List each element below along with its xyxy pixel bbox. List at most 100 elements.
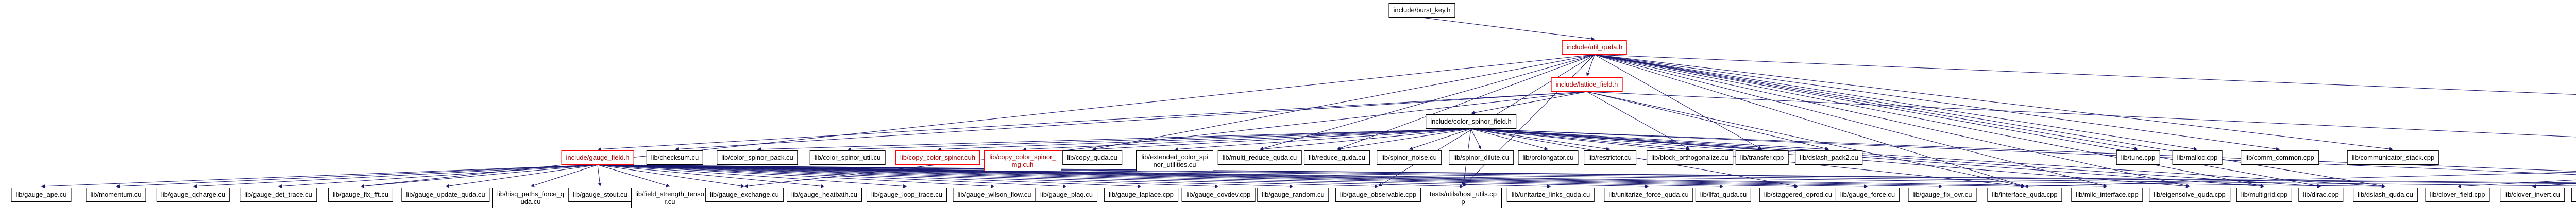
graph-edge-csf-h13 — [1470, 128, 2576, 175]
graph-node-h5[interactable]: lib/multigrid.cpp — [2236, 188, 2293, 202]
graph-node-csf[interactable]: include/color_spinor_field.h — [1426, 114, 1516, 129]
graph-node-g17[interactable]: lib/gauge_random.cu — [1257, 188, 1329, 202]
graph-node-g6[interactable]: lib/gauge_update_quda.cu — [401, 188, 490, 202]
graph-edge-u-h5 — [1594, 54, 2265, 188]
graph-node-k0[interactable]: include/burst_key.h — [1388, 3, 1455, 18]
graph-node-h6[interactable]: lib/dirac.cpp — [2298, 188, 2344, 202]
graph-node-r4h[interactable]: lib/multi_reduce_quda.cu — [1217, 150, 1302, 165]
graph-node-h3[interactable]: lib/milc_interface.cpp — [2071, 188, 2143, 202]
graph-edge-gf-g20 — [597, 164, 1551, 189]
graph-edge-gf-h10 — [597, 164, 2576, 186]
graph-node-h8[interactable]: lib/clover_field.cpp — [2425, 188, 2490, 202]
graph-node-r4q[interactable]: lib/tune.cpp — [2116, 150, 2160, 165]
graph-node-r4e[interactable]: lib/copy_color_spinor_mg.cuh — [984, 150, 1061, 171]
graph-node-g5[interactable]: lib/gauge_fix_fft.cu — [328, 188, 394, 202]
graph-node-g24[interactable]: lib/gauge_force.cu — [1835, 188, 1900, 202]
graph-edge-lf-r4p — [1586, 91, 1829, 150]
graph-node-r4t[interactable]: lib/communicator_stack.cpp — [2347, 150, 2439, 165]
graph-edge-lf-r4n — [1586, 91, 1690, 150]
graph-node-g9[interactable]: lib/field_strength_tensor.cu — [631, 188, 708, 208]
graph-node-lf[interactable]: include/lattice_field.h — [1551, 77, 1623, 92]
graph-node-r4a[interactable]: lib/checksum.cu — [646, 150, 704, 165]
graph-node-r4o[interactable]: lib/transfer.cpp — [1735, 150, 1789, 165]
graph-node-r4m[interactable]: lib/restrictor.cu — [1584, 150, 1636, 165]
graph-node-r4g[interactable]: lib/extended_color_spinor_utilities.cu — [1136, 150, 1213, 171]
graph-edge-csf-r4n — [1470, 128, 1690, 151]
graph-node-g14[interactable]: lib/gauge_plaq.cu — [1036, 188, 1097, 202]
graph-node-g15[interactable]: lib/gauge_laplace.cpp — [1104, 188, 1178, 202]
graph-node-h2[interactable]: lib/interface_quda.cpp — [1987, 188, 2062, 202]
graph-edge-gf-g8 — [597, 164, 602, 187]
graph-node-g7[interactable]: lib/hisq_paths_force_quda.cu — [492, 188, 569, 208]
graph-node-g8[interactable]: lib/gauge_stout.cu — [568, 188, 632, 202]
graph-edge-gf-g1 — [41, 164, 598, 189]
graph-edge-csf-r4b — [757, 128, 1471, 151]
graph-edge-gf-g6 — [445, 164, 598, 188]
graph-edge-gf-g19 — [597, 164, 1464, 189]
graph-edge-lf-gf — [597, 91, 1587, 151]
graph-node-h4[interactable]: lib/eigensolve_quda.cpp — [2149, 188, 2230, 202]
graph-node-r4d[interactable]: lib/copy_color_spinor.cuh — [895, 150, 980, 165]
graph-edge-gf-g5 — [360, 164, 598, 188]
graph-edge-u-lf — [1586, 54, 1595, 77]
graph-node-r4n[interactable]: lib/block_orthogonalize.cu — [1647, 150, 1733, 165]
graph-edge-u-r4f — [1092, 54, 1595, 151]
graph-edge-csf-h5 — [1470, 128, 2265, 188]
graph-node-r4s[interactable]: lib/comm_common.cpp — [2241, 150, 2319, 165]
graph-edge-gf-g18 — [597, 164, 1379, 189]
graph-edge-csf-r4c — [847, 128, 1471, 151]
graph-edge-u-r4o — [1594, 54, 1762, 150]
graph-edge-csf-r4j — [1409, 128, 1471, 150]
graph-node-g23[interactable]: lib/staggered_oprod.cu — [1759, 188, 1837, 202]
graph-edge-cf-h2 — [2024, 172, 2576, 189]
graph-edge-gf-g17 — [597, 164, 1294, 189]
graph-edge-u-r4q — [1594, 54, 2139, 151]
graph-node-g13[interactable]: lib/gauge_wilson_flow.cu — [953, 188, 1036, 202]
graph-edge-gf-g12 — [597, 164, 907, 189]
graph-node-r4c[interactable]: lib/color_spinor_util.cu — [809, 150, 886, 165]
graph-edge-csf-r4e — [1022, 128, 1471, 151]
graph-node-g16[interactable]: lib/gauge_covdev.cpp — [1181, 188, 1256, 202]
graph-node-r4b[interactable]: lib/color_spinor_pack.cu — [717, 150, 798, 165]
graph-node-g12[interactable]: lib/gauge_loop_trace.cu — [866, 188, 947, 202]
graph-edge-gf-h7 — [597, 164, 2386, 189]
graph-node-g3[interactable]: lib/gauge_qcharge.cu — [156, 188, 230, 202]
graph-edge-gf-g16 — [597, 164, 1219, 189]
graph-node-g4[interactable]: lib/gauge_det_trace.cu — [240, 188, 317, 202]
graph-node-r4p[interactable]: lib/dslash_pack2.cu — [1795, 150, 1863, 165]
graph-node-h7[interactable]: lib/dslash_quda.cu — [2353, 188, 2418, 202]
graph-node-r4l[interactable]: lib/prolongator.cu — [1518, 150, 1579, 165]
graph-edge-gf-g14 — [597, 164, 1067, 189]
graph-node-h1[interactable]: lib/gauge_fix_ovr.cu — [1908, 188, 1977, 202]
graph-node-g20[interactable]: lib/unitarize_links_quda.cu — [1506, 188, 1595, 202]
graph-edge-csf-h6 — [1470, 128, 2321, 189]
graph-node-r4i[interactable]: lib/reduce_quda.cu — [1304, 150, 1370, 165]
graph-edge-gf-g9 — [597, 164, 670, 188]
graph-edge-gf-g3 — [193, 164, 598, 189]
graph-node-r4j[interactable]: lib/spinor_noise.cu — [1377, 150, 1442, 165]
graph-node-h9[interactable]: lib/clover_invert.cu — [2500, 188, 2565, 202]
graph-node-h10[interactable]: lib/clover_deriv_quda.cu — [2571, 188, 2576, 202]
graph-edge-lf-r4a — [674, 91, 1587, 151]
graph-node-u[interactable]: include/util_quda.h — [1562, 40, 1628, 55]
graph-edge-csf-r4k — [1470, 128, 1482, 150]
graph-node-r4k[interactable]: lib/spinor_dilute.cu — [1449, 150, 1514, 165]
graph-edge-csf-r4d — [937, 128, 1471, 151]
graph-node-gf[interactable]: include/gauge_field.h — [561, 150, 634, 165]
graph-edge-lf-csf — [1470, 91, 1587, 115]
graph-node-r4r[interactable]: lib/malloc.cpp — [2172, 150, 2223, 165]
graph-node-g22[interactable]: lib/llfat_quda.cu — [1695, 188, 1752, 202]
graph-node-r4f[interactable]: lib/copy_quda.cu — [1062, 150, 1122, 165]
graph-node-g2[interactable]: lib/momentum.cu — [86, 188, 146, 202]
graph-edge-cf-h8 — [2457, 179, 2576, 189]
graph-node-g19[interactable]: tests/utils/host_utils.cpp — [1425, 188, 1502, 208]
graph-node-g10[interactable]: lib/gauge_exchange.cu — [705, 188, 784, 202]
graph-node-g18[interactable]: lib/gauge_observable.cpp — [1335, 188, 1421, 202]
graph-edge-csf-h7 — [1470, 128, 2386, 189]
graph-edge-u-h2 — [1594, 54, 2025, 188]
graph-node-g1[interactable]: lib/gauge_ape.cu — [11, 188, 72, 202]
graph-node-g11[interactable]: lib/gauge_heatbath.cu — [787, 188, 862, 202]
graph-edge-u-h4 — [1594, 54, 2190, 188]
graph-node-g21[interactable]: lib/unitarize_force_quda.cu — [1604, 188, 1693, 202]
